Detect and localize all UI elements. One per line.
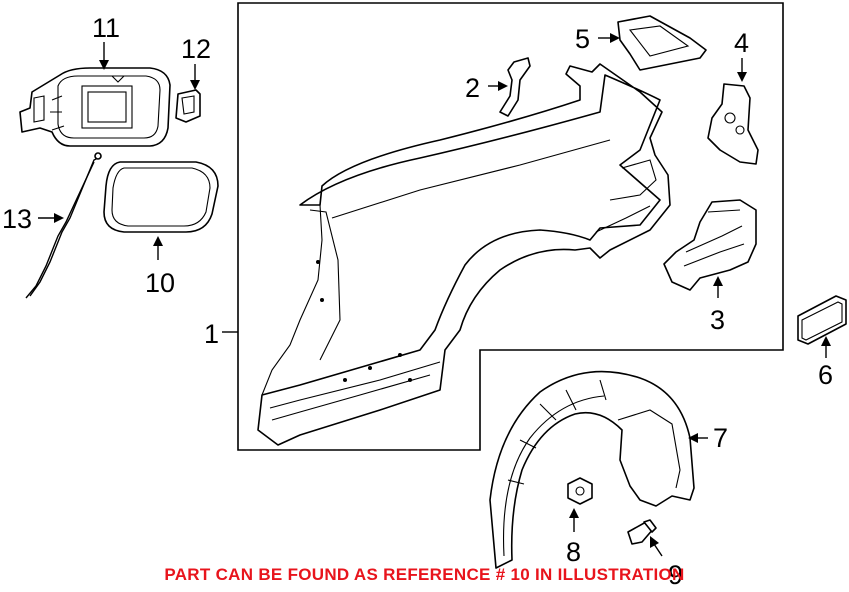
part-2-bracket[interactable] (499, 57, 531, 117)
callout-7: 7 (713, 423, 728, 453)
part-8-nut[interactable] (567, 477, 593, 505)
callout-8: 8 (566, 537, 581, 567)
part-5-reinforcement[interactable] (617, 15, 707, 71)
part-3-wheelhouse-panel[interactable] (663, 199, 757, 291)
group-frame-part-1 (237, 2, 784, 451)
part-1-quarter-panel[interactable] (257, 63, 671, 446)
part-11-fuel-filler-housing[interactable] (19, 67, 171, 147)
leader-lines (38, 33, 831, 557)
reference-note: PART CAN BE FOUND AS REFERENCE # 10 IN I… (164, 565, 685, 584)
part-10-fuel-filler-door[interactable] (103, 161, 219, 233)
callout-4: 4 (734, 28, 749, 58)
callout-12: 12 (181, 34, 211, 64)
part-4-bracket[interactable] (707, 83, 759, 165)
callout-9: 9 (668, 560, 683, 590)
part-9-push-clip[interactable] (627, 519, 657, 545)
callout-labels: 11 12 13 10 1 2 5 4 3 6 7 8 9 (2, 13, 833, 590)
callout-11: 11 (92, 13, 120, 43)
callout-1: 1 (204, 319, 219, 349)
part-12-clip[interactable] (175, 89, 201, 123)
callout-5: 5 (575, 24, 590, 54)
callout-6: 6 (818, 360, 833, 390)
callout-3: 3 (710, 305, 725, 335)
part-6-emblem[interactable] (797, 295, 847, 345)
part-7-wheel-liner[interactable] (489, 370, 695, 569)
part-13-drain-hose[interactable] (25, 152, 102, 299)
callout-10: 10 (145, 268, 175, 298)
callout-13: 13 (2, 204, 32, 234)
callout-2: 2 (465, 73, 480, 103)
